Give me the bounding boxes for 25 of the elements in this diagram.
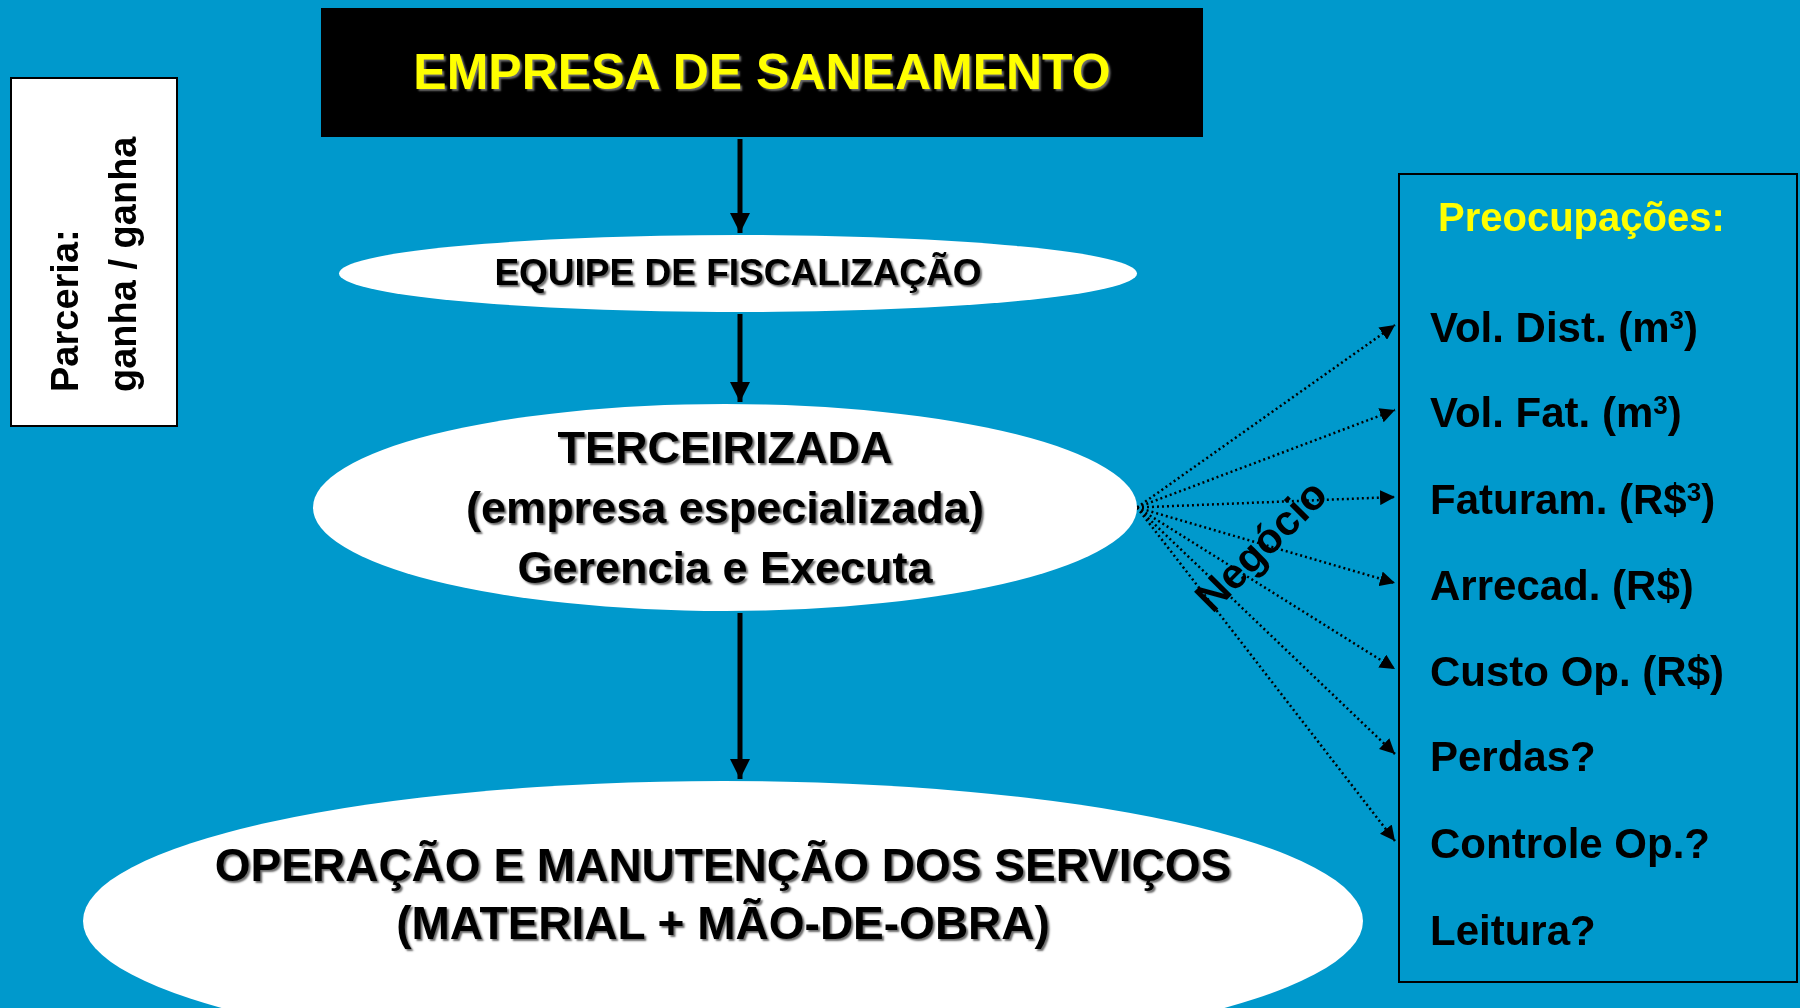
title-box [321,8,1203,137]
node-text: EQUIPE DE FISCALIZAÇÃO [494,251,982,296]
note-box [10,77,178,427]
arrow [730,613,750,779]
arrow [730,139,750,233]
list-item: Arrecad. (R$) [1430,560,1694,611]
list-item: Vol. Dist. (m$^{3}$) [1430,302,1699,353]
title-text: EMPRESA DE SANEAMENTO [413,43,1111,102]
arrow [1136,506,1396,586]
arrow [730,314,750,402]
list-item: Perdas? [1430,731,1596,782]
list-item: Custo Op. (R$) [1430,646,1724,697]
panel-heading: Preocupações: [1438,194,1725,241]
list-item: Vol. Fat. (m$^{3}$) [1430,387,1682,438]
list-item: Faturam. (R$$^{3}$) [1430,474,1716,525]
node-text: (MATERIAL + MÃO-DE-OBRA) [396,896,1050,951]
node-text: Gerencia e Executa [517,540,933,595]
list-item: Controle Op.? [1430,818,1710,869]
list-item: Leitura? [1430,905,1596,956]
list-panel [1398,173,1798,983]
node-text: TERCEIRIZADA [557,420,893,475]
arrow [1136,506,1396,842]
note-text: Parceria: ganha / ganha [43,135,145,392]
node-text: OPERAÇÃO E MANUTENÇÃO DOS SERVIÇOS [214,838,1232,893]
node-text: (empresa especializada) [466,480,984,535]
